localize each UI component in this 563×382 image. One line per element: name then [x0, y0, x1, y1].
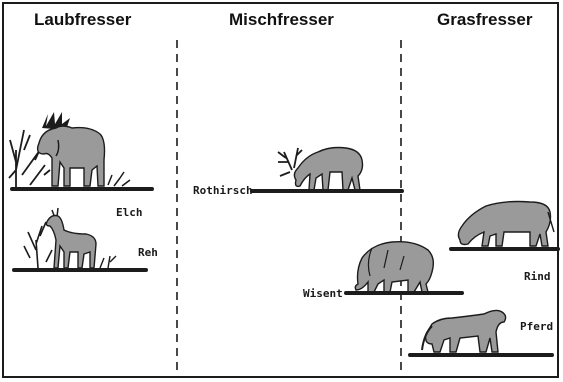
label-rothirsch: Rothirsch	[193, 184, 253, 197]
label-wisent: Wisent	[303, 287, 343, 300]
label-rind: Rind	[524, 270, 551, 283]
label-reh: Reh	[138, 246, 158, 259]
label-elch: Elch	[116, 206, 143, 219]
wisent-illustration	[346, 242, 462, 293]
elch-illustration	[9, 112, 152, 189]
label-pferd: Pferd	[520, 320, 553, 333]
rothirsch-illustration	[252, 148, 402, 192]
rind-illustration	[451, 202, 558, 250]
